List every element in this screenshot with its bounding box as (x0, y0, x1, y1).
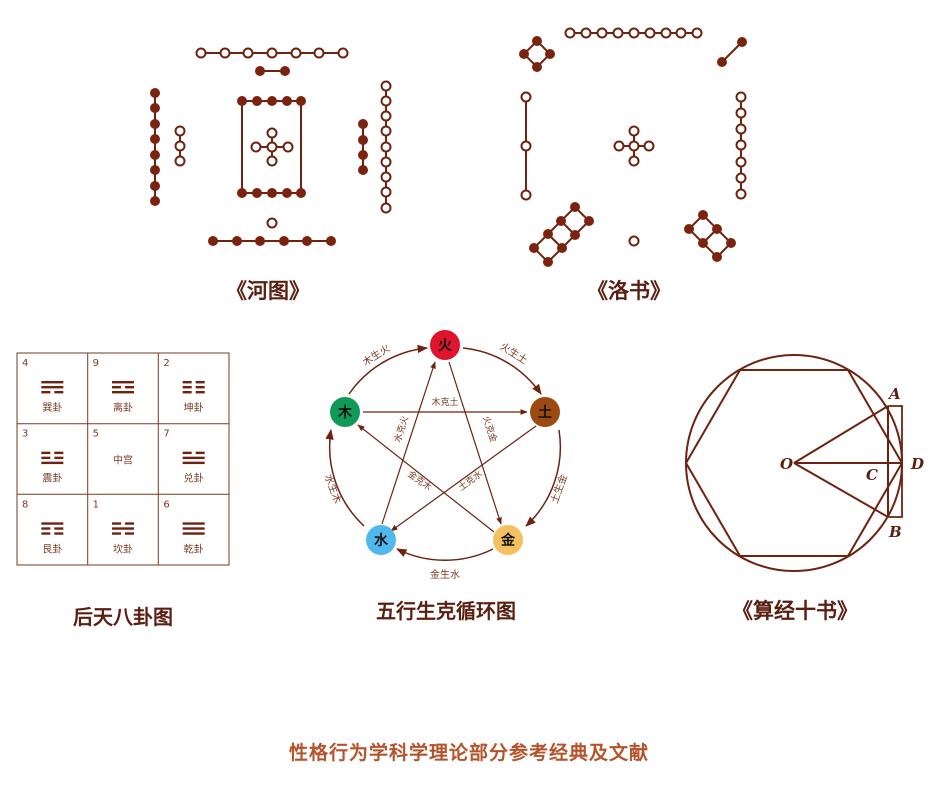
trigram-line (112, 522, 122, 525)
wuxing-caption: 五行生克循环图 (376, 599, 516, 623)
trigram-line (195, 451, 205, 455)
label-metal-water: 金生水 (430, 568, 460, 581)
trigram-line (195, 386, 205, 389)
bagua-cell-number: 1 (93, 499, 99, 510)
trigram-line (54, 527, 64, 530)
trigram-line (182, 456, 205, 460)
bagua-cell-name: 坎卦 (113, 542, 133, 555)
footer-title: 性格行为学科学理论部分参考经典及文献 (288, 742, 649, 764)
trigram-line (41, 532, 51, 535)
metal-label: 金 (500, 532, 516, 549)
luoshu-caption: 《洛书》 (587, 278, 671, 303)
trigram-line (182, 381, 192, 384)
node-water (366, 525, 396, 555)
node-earth (530, 397, 560, 427)
trigram-line (182, 461, 205, 465)
trigram-line (112, 381, 135, 384)
trigram-line (182, 522, 205, 525)
node-wood (330, 397, 360, 427)
trigram-line (125, 532, 135, 535)
bagua-cell-name: 震卦 (42, 472, 62, 485)
bagua-cell-number: 8 (22, 499, 28, 510)
bagua-caption: 后天八卦图 (73, 605, 173, 629)
trigram-line (112, 532, 122, 535)
trigram-line (182, 386, 192, 389)
label-fire-earth: 火生土 (498, 339, 530, 366)
label-wood-earth: 木克土 (431, 396, 458, 408)
trigram-line (41, 461, 64, 465)
trigram-line (195, 391, 205, 394)
bagua-cell-number: 7 (163, 429, 169, 440)
trigram-line (54, 532, 64, 535)
luoshu-diagram (519, 27, 747, 267)
bagua-cell-number: 4 (22, 358, 28, 369)
bagua-grid: 4 巽卦 9 离卦 2 坤卦 3 震卦 5 中宫 7 兑卦 8 艮卦 1 坎卦 6 乾卦 (16, 352, 230, 566)
trigram-line (182, 527, 205, 530)
suanjing-caption: 《算经十书》 (732, 598, 858, 623)
bagua-cell-number: 6 (163, 499, 169, 510)
label-metal-wood: 金克木 (405, 468, 434, 494)
bagua-cell-number: 2 (163, 358, 169, 369)
earth-label: 土 (538, 404, 552, 421)
bagua-cell-name: 艮卦 (42, 542, 62, 555)
trigram-line (125, 386, 135, 389)
trigram-line (112, 391, 135, 394)
trigram-line (182, 532, 205, 535)
point-B: B (888, 523, 902, 541)
trigram-line (125, 522, 135, 525)
bagua-cell-name: 巽卦 (42, 401, 62, 414)
bagua-cell-number: 5 (93, 429, 99, 440)
bagua-cell-number: 9 (93, 358, 99, 369)
trigram-line (41, 391, 51, 394)
wuxing-diagram: 火 土 金 水 木 火生土 土生金 金生水 水生木 木生火 木克土 土克水 水克… (322, 330, 570, 581)
bagua-cell-name: 兑卦 (184, 472, 204, 485)
trigram-line (41, 451, 51, 455)
label-water-wood: 水生木 (322, 472, 344, 505)
trigram-line (112, 386, 122, 389)
node-fire (430, 330, 460, 360)
label-wood-fire: 木生火 (360, 341, 392, 368)
wood-label: 木 (337, 404, 353, 421)
suanjing-diagram (684, 354, 904, 572)
trigram-line (41, 522, 64, 525)
bagua-cell-number: 3 (22, 429, 28, 440)
trigram-line (41, 456, 51, 460)
hetu-diagram (150, 47, 392, 246)
trigram-line (41, 381, 64, 384)
trigram-line (182, 451, 192, 455)
point-C: C (866, 466, 878, 484)
trigram-line (54, 451, 64, 455)
point-A: A (887, 385, 901, 403)
trigram-line (54, 391, 64, 394)
bagua-cell-name: 坤卦 (184, 401, 204, 414)
bagua-cell-name: 乾卦 (184, 542, 204, 555)
fire-label: 火 (438, 338, 453, 354)
trigram-line (112, 527, 135, 530)
trigram-line (41, 527, 51, 530)
trigram-line (182, 391, 192, 394)
hetu-caption: 《河图》 (226, 278, 310, 303)
label-water-fire: 水克火 (391, 414, 411, 443)
trigram-line (54, 456, 64, 460)
node-metal (493, 525, 523, 555)
label-earth-metal: 土生金 (547, 472, 569, 505)
trigram-line (41, 386, 64, 389)
point-D: D (910, 455, 924, 473)
bagua-cell-name: 离卦 (113, 401, 133, 414)
water-label: 水 (374, 532, 389, 549)
bagua-cell-name: 中宫 (113, 454, 133, 467)
trigram-line (195, 381, 205, 384)
point-O: O (780, 455, 793, 473)
label-fire-metal: 火克金 (480, 414, 500, 443)
